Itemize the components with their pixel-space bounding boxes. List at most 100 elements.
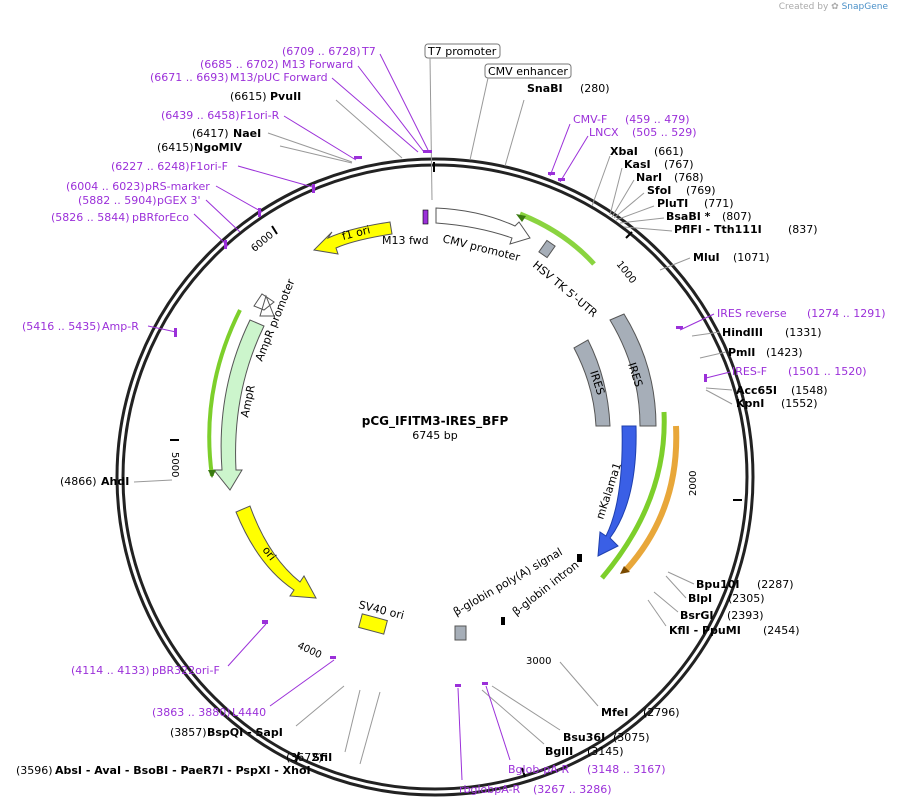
site-blpi[interactable]: BlpI (2305) [665,575,765,605]
site-name: PflFI - Tth111I [674,223,762,236]
bglobin-intron-marker[interactable] [577,554,582,562]
site-pmli[interactable]: PmlI (1423) [699,346,803,359]
primer-range: (6709 .. 6728) [282,45,361,58]
primer-label: Bglob-pA-R [508,763,570,776]
site-sfii[interactable]: (3672) SfiI [286,689,361,764]
primer-range: (5826 .. 5844) [51,211,130,224]
site-snabi[interactable]: SnaBI (280) [504,82,610,167]
site-kpni[interactable]: KpnI (1552) [705,389,818,410]
primer-range: (6004 .. 6023) [66,180,145,193]
sv40-ori-block[interactable] [358,613,388,635]
ires-inner-arc[interactable] [573,339,611,427]
tick-5000: 5000 [169,439,180,477]
primer-lncx[interactable]: LNCX (505 .. 529) [558,126,697,183]
site-name: PmlI [728,346,755,359]
primer-label: rbglobpA-R [459,783,520,796]
ampr-promoter-arrow[interactable] [253,293,275,317]
primer-label: pBRforEco [132,211,189,224]
site-kfli[interactable]: KflI - PpuMI (2454) [647,599,800,637]
credit-prefix: Created by [778,2,829,12]
site-name: BspQI - SapI [207,726,283,739]
ires-outer-arc[interactable] [609,313,657,427]
hsv-utr-block[interactable] [538,239,556,259]
primer-cmv-f[interactable]: CMV-F (459 .. 479) [548,113,690,177]
cmv-enhancer-label: CMV enhancer [488,65,568,78]
highlight-arc-cmv [519,211,596,266]
site-bsabi[interactable]: BsaBI * (807) [619,210,752,224]
site-mfei[interactable]: MfeI (2796) [559,661,680,719]
mkalama1-arrow[interactable] [597,425,637,557]
site-bglii[interactable]: BglII (3145) [481,689,624,758]
primer-range: (1501 .. 1520) [788,365,867,378]
t7-promoter-callout[interactable]: T7 promoter [424,43,501,201]
primer-ires-reverse[interactable]: IRES reverse (1274 .. 1291) [676,307,886,331]
primer-amp-r[interactable]: (5416 .. 5435) Amp-R [22,320,177,337]
site-ngomiv[interactable]: (6415) NgoMIV [157,141,353,164]
primer-f1ori-f[interactable]: (6227 .. 6248) F1ori-F [111,160,317,193]
site-pos: (1331) [785,326,822,339]
site-acc65i[interactable]: Acc65I (1548) [705,384,828,397]
site-pos: (768) [674,171,704,184]
site-mlui[interactable]: MluI (1071) [659,251,770,271]
primer-t7[interactable]: (6709 .. 6728) T7 [282,45,432,153]
ampr-highlight-arrowhead [208,470,216,478]
primer-m13-forward[interactable]: (6685 .. 6702) M13 Forward [200,58,425,153]
site-pos: (6415) [157,141,194,154]
primer-range: (3863 .. 3880) [152,706,231,719]
primer-f1ori-r[interactable]: (6439 .. 6458) F1ori-R [161,109,362,161]
primer-range: (6439 .. 6458) [161,109,240,122]
site-hindiii[interactable]: HindIII (1331) [691,326,822,339]
site-name: KasI [624,158,651,171]
site-bpu10i[interactable]: Bpu10I (2287) [667,571,794,591]
site-name: NgoMIV [194,141,243,154]
site-bsu36i[interactable]: Bsu36I (3075) [491,685,650,744]
site-pvuii[interactable]: (6615) PvuII [230,90,403,159]
primer-label: pBR322ori-F [152,664,220,677]
primer-rbglobpa-r[interactable]: rbglobpA-R (3267 .. 3286) [455,684,612,796]
cmv-promoter-arrow[interactable] [435,207,531,245]
site-absi[interactable]: (3596) AbsI - AvaI - BsoBI - PaeR7I - Ps… [16,691,381,777]
site-bsrgi[interactable]: BsrGI (2393) [653,591,764,622]
primer-label: F1ori-F [190,160,228,173]
site-pos: (4866) [60,475,97,488]
site-nari[interactable]: NarI (768) [611,171,704,218]
site-pluti[interactable]: PluTI (771) [615,197,734,221]
primer-pgex-3[interactable]: (5882 .. 5904) pGEX 3' [78,194,241,233]
site-bspqi[interactable]: (3857) BspQI - SapI [170,685,345,739]
bglobin-polya-block[interactable] [454,625,467,641]
site-pflfi[interactable]: PflFI - Tth111I (837) [623,223,818,236]
site-name: MluI [693,251,720,264]
primer-pbr322ori-f[interactable]: (4114 .. 4133) pBR322ori-F [71,620,268,677]
t7-promoter-label: T7 promoter [427,45,497,58]
primer-prs-marker[interactable]: (6004 .. 6023) pRS-marker [66,180,263,217]
primer-pbrforeco[interactable]: (5826 .. 5844) pBRforEco [51,211,229,249]
primer-label: F1ori-R [240,109,280,122]
site-ahdi[interactable]: (4866) AhdI [60,475,173,488]
f1-ori-arrow[interactable] [312,221,393,255]
ampr-arrow[interactable] [212,319,265,491]
site-pos: (280) [580,82,610,95]
site-pos: (2305) [728,592,765,605]
tick-label: 6000 [249,230,276,255]
site-name: KflI - PpuMI [669,624,741,637]
site-name: NaeI [233,127,261,140]
primer-bglob-pa-r[interactable]: Bglob-pA-R (3148 .. 3167) [482,682,666,776]
bglobin-intron-marker-2 [501,617,505,625]
site-xbai[interactable]: XbaI (661) [591,145,684,207]
site-sfoi[interactable]: SfoI (769) [613,184,716,219]
site-naei[interactable]: (6417) NaeI [192,127,353,163]
site-name: SnaBI [527,82,563,95]
m13-fwd-marker[interactable] [422,209,429,225]
primer-l4440[interactable]: (3863 .. 3880) L4440 [152,656,336,719]
tick-4000: 4000 [295,640,323,763]
site-kasi[interactable]: KasI (767) [609,158,694,216]
site-pos: (661) [654,145,684,158]
primer-m13-puc-forward[interactable]: (6671 .. 6693) M13/pUC Forward [150,71,419,153]
cmv-enhancer-callout[interactable]: CMV enhancer [469,63,572,161]
site-name: NarI [636,171,662,184]
site-pos: (767) [664,158,694,171]
tick-label: 5000 [169,452,180,477]
primer-ires-f[interactable]: IRES-F (1501 .. 1520) [704,365,867,382]
ori-arrow[interactable] [235,505,317,599]
plasmid-size: 6745 bp [412,429,457,442]
